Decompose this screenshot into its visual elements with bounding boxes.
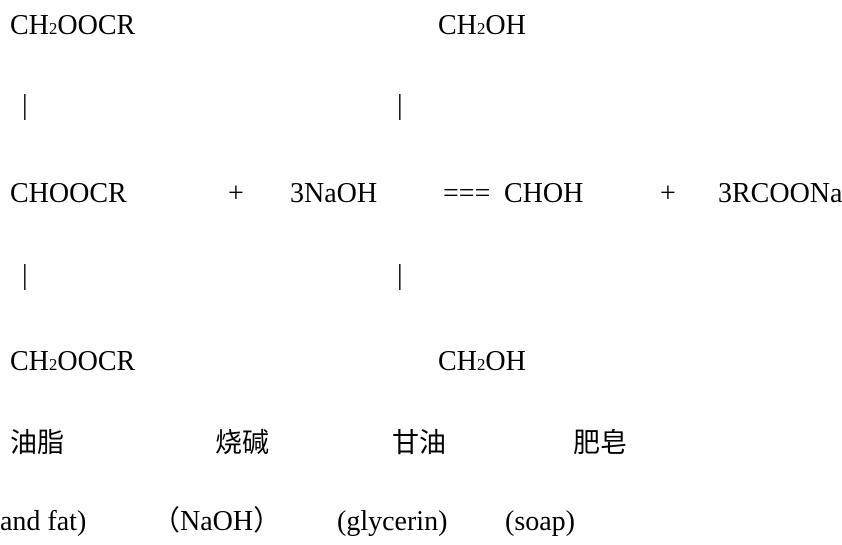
left-top-group: CH2OOCR [10,12,135,40]
formula-text: CH [10,10,49,41]
formula-text: OOCR [57,10,136,41]
subscript: 2 [48,19,58,38]
label-en-oil-fat: and fat) [0,506,87,537]
bond-right-lower: | [397,260,403,291]
label-en-glycerin: (glycerin) [337,506,448,537]
subscript: 2 [48,355,58,374]
right-bottom-group: CH2OH [438,348,526,376]
label-en-soap: (soap) [505,506,575,537]
reagent-naoh: 3NaOH [290,178,378,209]
left-bottom-group: CH2OOCR [10,348,135,376]
label-cn-oil-fat: 油脂 [10,428,64,459]
formula-text: CH [438,10,477,41]
formula-text: OOCR [57,346,136,377]
right-mid-group: CHOH [504,178,584,209]
left-mid-group: CHOOCR [10,178,127,209]
bond-left-upper: | [22,90,28,121]
subscript: 2 [476,355,486,374]
formula-text: OH [485,346,526,377]
right-top-group: CH2OH [438,12,526,40]
bond-right-upper: | [397,90,403,121]
plus-sign-left: + [228,178,244,209]
formula-text: OH [485,10,526,41]
reaction-arrow: === [443,178,491,209]
label-cn-caustic-soda: 烧碱 [215,428,269,459]
plus-sign-right: + [660,178,676,209]
subscript: 2 [476,19,486,38]
label-cn-glycerin: 甘油 [392,428,446,459]
label-cn-soap: 肥皂 [573,428,627,459]
product-soap-formula: 3RCOONa [718,178,842,209]
bond-left-lower: | [22,260,28,291]
label-en-naoh: （NaOH） [152,506,282,537]
formula-text: CH [10,346,49,377]
formula-text: CH [438,346,477,377]
